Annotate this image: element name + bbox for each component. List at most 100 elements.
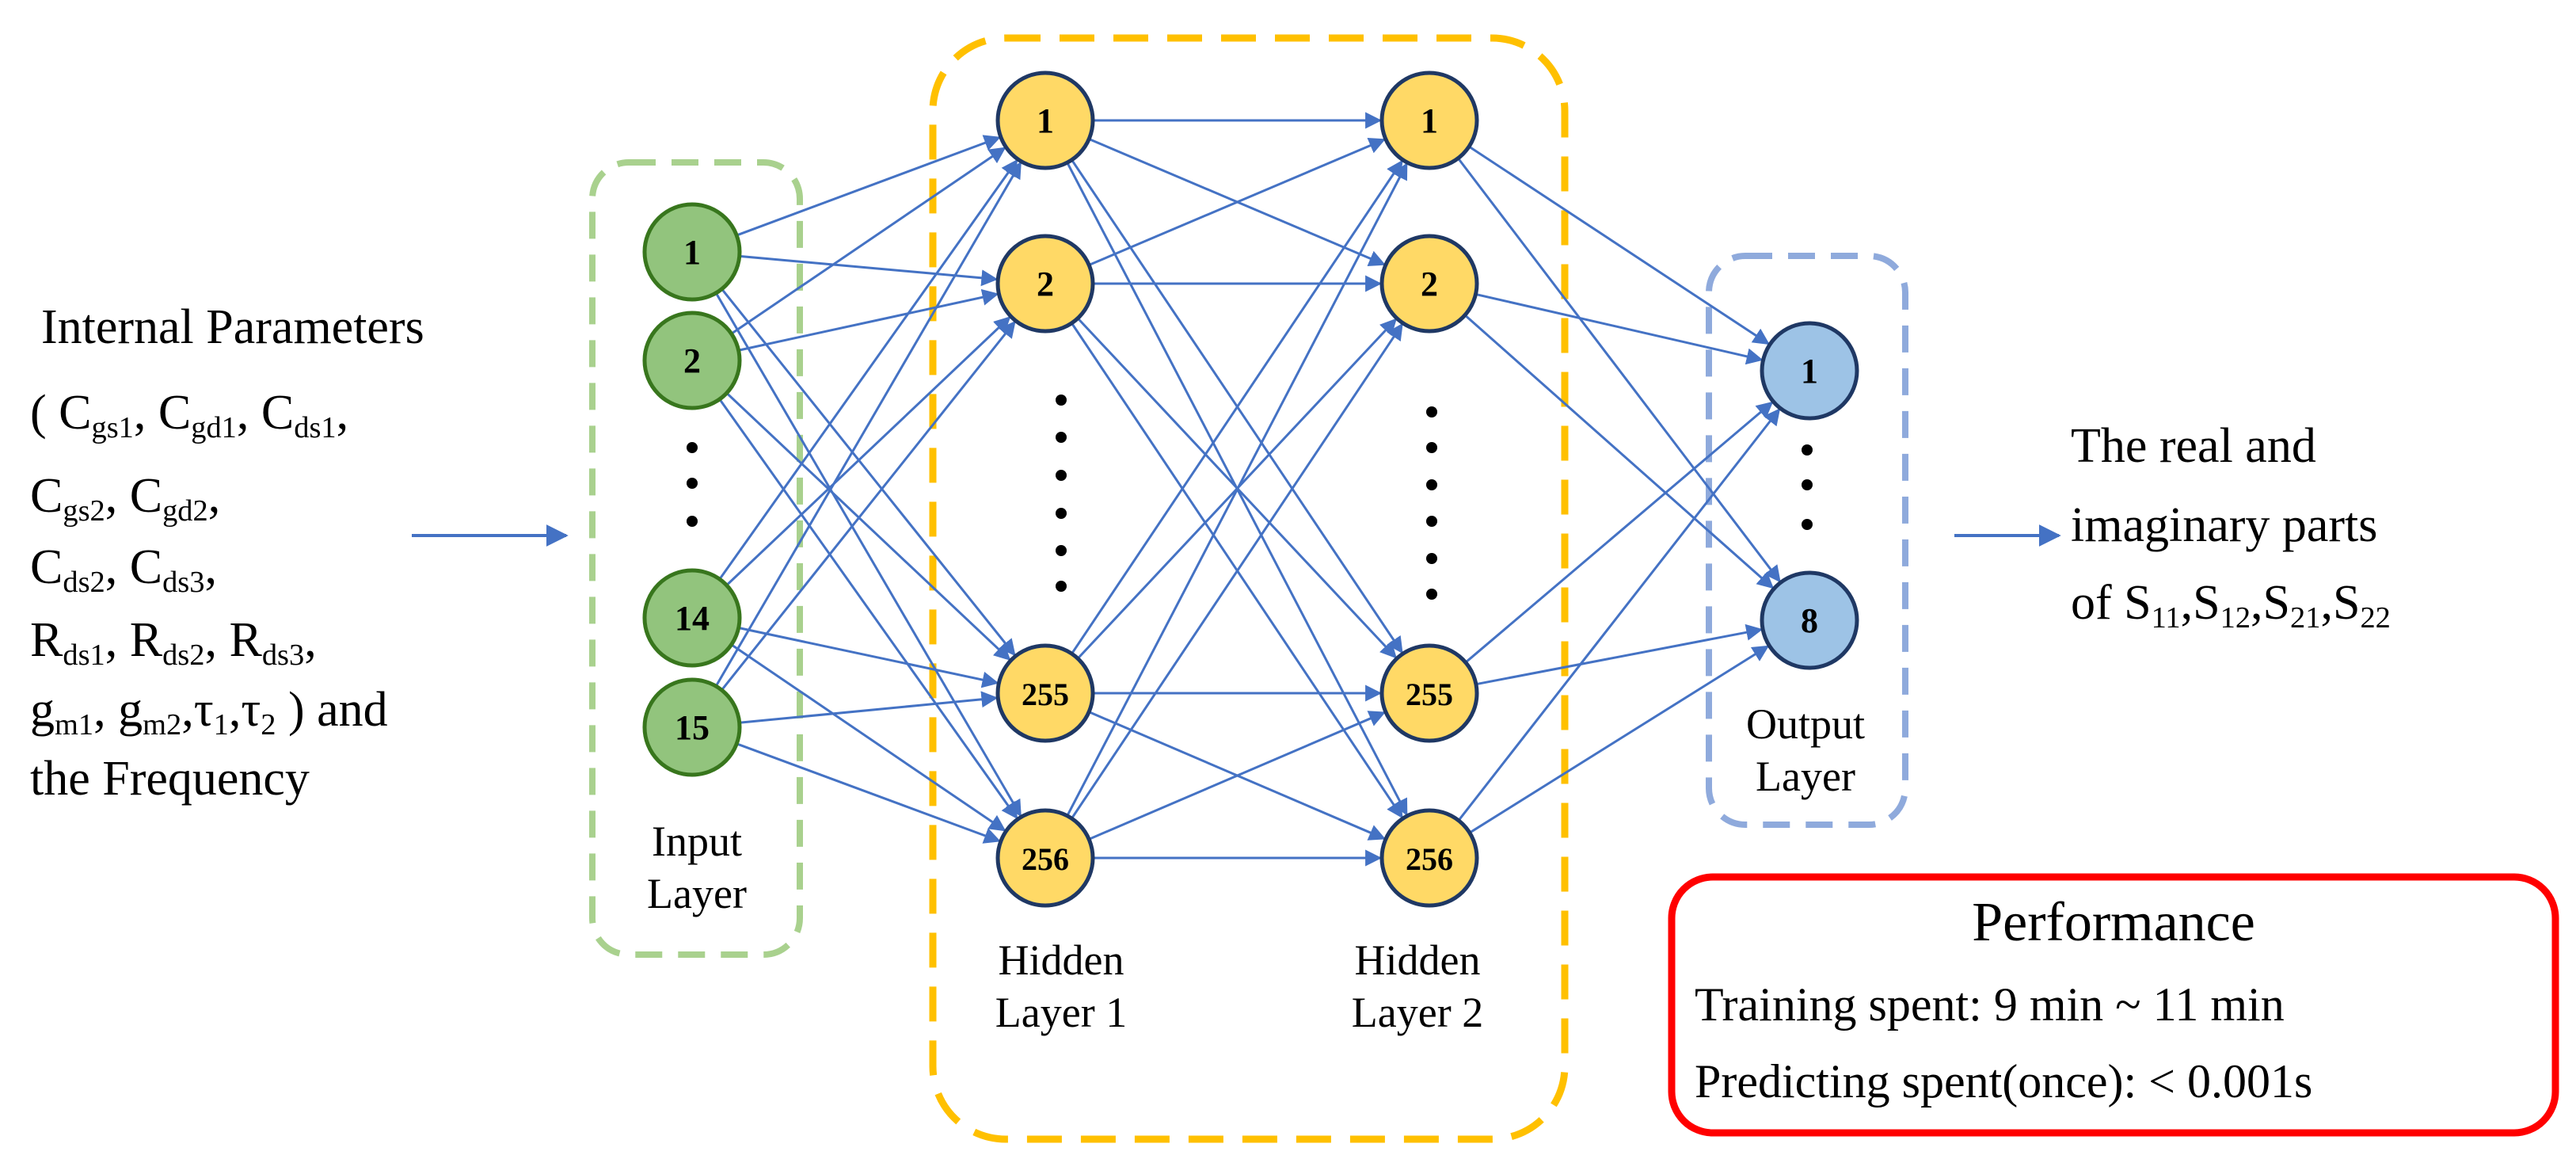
hidden2-node-circle — [1379, 808, 1479, 908]
input-node-label: 2 — [683, 341, 701, 380]
connection-hidden2-3-to-output-1 — [1464, 401, 1774, 664]
hidden1-ellipsis-dot-5 — [1056, 545, 1067, 556]
output-node-circle — [1760, 570, 1859, 670]
connection-input-2-to-hidden1-1 — [730, 147, 1006, 335]
connection-input-2-to-hidden1-4 — [718, 398, 1018, 820]
hidden2-ellipsis-dot-6 — [1426, 589, 1437, 600]
connection-input-3-to-hidden1-1 — [718, 158, 1018, 580]
hidden2-node-label: 255 — [1406, 677, 1453, 712]
hidden2-node-1: 1 — [1379, 71, 1479, 170]
connection-hidden1-4-to-hidden2-3 — [1088, 711, 1386, 841]
input-ellipsis-dot-2 — [687, 478, 698, 489]
input-params-line-6: gm1, gm2,τ1,τ2 ) and — [30, 683, 388, 742]
hidden1-node-2: 2 — [995, 234, 1095, 334]
nodes-group: 1 2 14 15 1 2 255 256 1 2 255 256 1 8 — [642, 71, 1859, 908]
connection-input-1-to-hidden1-2 — [739, 254, 999, 287]
connection-input-1-to-hidden1-3 — [721, 288, 1016, 657]
connection-input-2-to-hidden1-2 — [738, 288, 999, 352]
output-layer-box — [1706, 253, 1908, 828]
output-ellipsis-dot-2 — [1802, 479, 1813, 490]
input-node-label: 1 — [683, 233, 701, 272]
performance-title: Performance — [1972, 892, 2255, 953]
connection-input-4-to-hidden1-2 — [721, 320, 1016, 692]
input-node-1: 1 — [642, 202, 742, 302]
hidden1-node-circle — [995, 71, 1095, 170]
connection-hidden2-2-to-output-1 — [1475, 292, 1764, 365]
connection-input-4-to-hidden1-1 — [714, 161, 1022, 687]
input-node-2: 2 — [642, 311, 742, 410]
hidden1-ellipsis-dot-1 — [1056, 395, 1067, 406]
connection-hidden2-1-to-output-1 — [1468, 145, 1770, 345]
input-node-3: 14 — [642, 568, 742, 668]
input-node-label: 14 — [675, 599, 710, 638]
connection-input-2-to-hidden1-3 — [725, 392, 1011, 661]
connection-input-1-to-hidden1-4 — [714, 292, 1022, 818]
input-params-line-3: Cgs2, Cgd2, — [30, 469, 221, 528]
connection-hidden1-4-to-hidden2-1 — [1066, 162, 1408, 817]
hidden2-node-circle — [1379, 643, 1479, 743]
input-node-circle — [642, 677, 742, 777]
input-layer-box — [589, 159, 803, 958]
performance-training: Training spent: 9 min ~ 11 min — [1695, 978, 2285, 1031]
input-node-circle — [642, 568, 742, 668]
connection-input-3-to-hidden1-2 — [725, 316, 1011, 586]
connection-input-1-to-hidden1-1 — [736, 135, 1001, 237]
hidden1-ellipsis-dot-2 — [1056, 432, 1067, 443]
connections-group — [714, 112, 1781, 867]
hidden2-node-label: 256 — [1406, 841, 1453, 877]
hidden1-ellipsis-dot-6 — [1056, 581, 1067, 592]
hidden2-node-circle — [1379, 71, 1479, 170]
input-title: Internal Parameters — [41, 300, 424, 354]
output-desc-line-3: of S11,S12,S21,S22 — [2071, 576, 2391, 635]
performance-box — [1668, 873, 2559, 1137]
hidden2-ellipsis-dot-3 — [1426, 479, 1437, 490]
ellipsis-dots — [687, 395, 1813, 600]
output-node-circle — [1760, 321, 1859, 421]
hidden1-ellipsis-dot-4 — [1056, 508, 1067, 519]
connection-input-3-to-hidden1-3 — [738, 627, 999, 688]
output-ellipsis-dot-1 — [1802, 444, 1813, 456]
connection-input-4-to-hidden1-3 — [739, 691, 999, 724]
hidden1-node-4: 256 — [995, 808, 1095, 908]
output-node-label: 8 — [1801, 601, 1818, 640]
output-desc-line-2: imaginary parts — [2071, 498, 2378, 552]
connection-hidden1-4-to-hidden2-2 — [1071, 322, 1403, 819]
hidden1-node-3: 255 — [995, 643, 1095, 743]
connection-input-3-to-hidden1-4 — [730, 643, 1006, 832]
hidden1-node-label: 255 — [1022, 677, 1069, 712]
hidden2-ellipsis-dot-2 — [1426, 442, 1437, 453]
hidden1-node-circle — [995, 808, 1095, 908]
hidden1-node-label: 1 — [1037, 101, 1054, 140]
hidden2-node-label: 1 — [1421, 101, 1438, 140]
input-node-label: 15 — [675, 708, 710, 747]
connection-hidden2-3-to-output-2 — [1475, 623, 1764, 686]
connection-hidden2-4-to-output-1 — [1457, 408, 1781, 822]
hidden1-node-label: 256 — [1022, 841, 1069, 877]
hidden2-node-2: 2 — [1379, 234, 1479, 334]
input-node-circle — [642, 202, 742, 302]
connection-hidden2-2-to-output-2 — [1463, 314, 1775, 589]
output-node-2: 8 — [1760, 570, 1859, 670]
output-node-1: 1 — [1760, 321, 1859, 421]
input-ellipsis-dot-1 — [687, 442, 698, 453]
hidden1-ellipsis-dot-3 — [1056, 470, 1067, 481]
input-params-line-7: the Frequency — [30, 752, 310, 806]
hidden1-node-label: 2 — [1037, 265, 1054, 303]
hidden2-node-3: 255 — [1379, 643, 1479, 743]
hidden2-ellipsis-dot-4 — [1426, 516, 1437, 527]
connection-hidden1-2-to-hidden2-1 — [1088, 137, 1386, 266]
input-ellipsis-dot-3 — [687, 516, 698, 527]
input-node-4: 15 — [642, 677, 742, 777]
hidden2-node-4: 256 — [1379, 808, 1479, 908]
connection-hidden2-1-to-output-2 — [1457, 157, 1781, 583]
hidden2-ellipsis-dot-1 — [1426, 406, 1437, 417]
hidden1-node-circle — [995, 643, 1095, 743]
connection-input-4-to-hidden1-4 — [736, 742, 1001, 844]
connection-hidden2-4-to-output-2 — [1469, 645, 1770, 834]
connection-hidden1-3-to-hidden2-1 — [1071, 159, 1403, 655]
input-params-line-5: Rds1, Rds2, Rds3, — [30, 613, 317, 672]
